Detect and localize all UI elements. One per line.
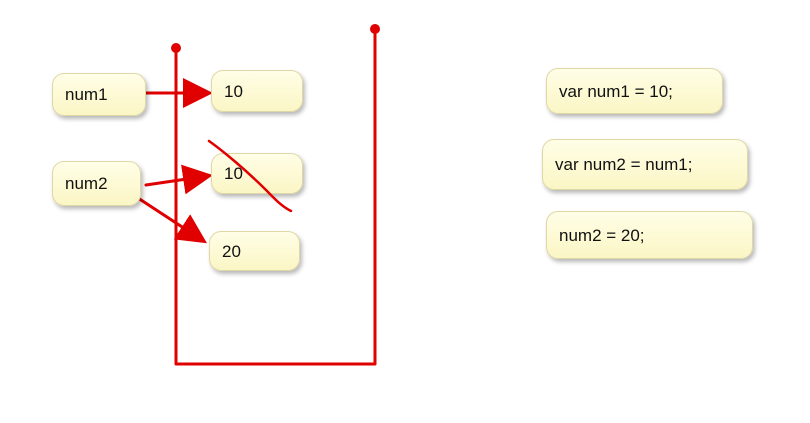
- code-line-3: num2 = 20;: [559, 225, 645, 245]
- memory-container-outline: [174, 27, 377, 366]
- num2-variable-label: num2: [65, 174, 108, 193]
- code-line-1-box: var num1 = 10;: [546, 68, 723, 114]
- num2-old-memory-value: 10: [224, 164, 243, 183]
- num1-memory-value-box: 10: [211, 70, 303, 112]
- code-line-3-box: num2 = 20;: [546, 211, 753, 259]
- left-container-top-dot: [171, 43, 181, 53]
- num2-to-old-10-arrow: [144, 164, 213, 195]
- num2-to-20-arrow: [136, 196, 208, 244]
- num2-new-memory-value-box: 20: [209, 231, 300, 271]
- num2-old-memory-value-box: 10: [211, 153, 303, 194]
- num1-variable-box: num1: [52, 73, 146, 116]
- code-line-2-box: var num2 = num1;: [542, 139, 748, 190]
- code-line-1: var num1 = 10;: [559, 81, 673, 101]
- num1-memory-value: 10: [224, 81, 243, 101]
- right-container-top-dot: [370, 24, 380, 34]
- num1-variable-label: num1: [65, 85, 108, 104]
- code-line-2: var num2 = num1;: [555, 155, 693, 174]
- num2-new-memory-value: 20: [222, 241, 241, 261]
- num2-variable-box: num2: [52, 161, 141, 206]
